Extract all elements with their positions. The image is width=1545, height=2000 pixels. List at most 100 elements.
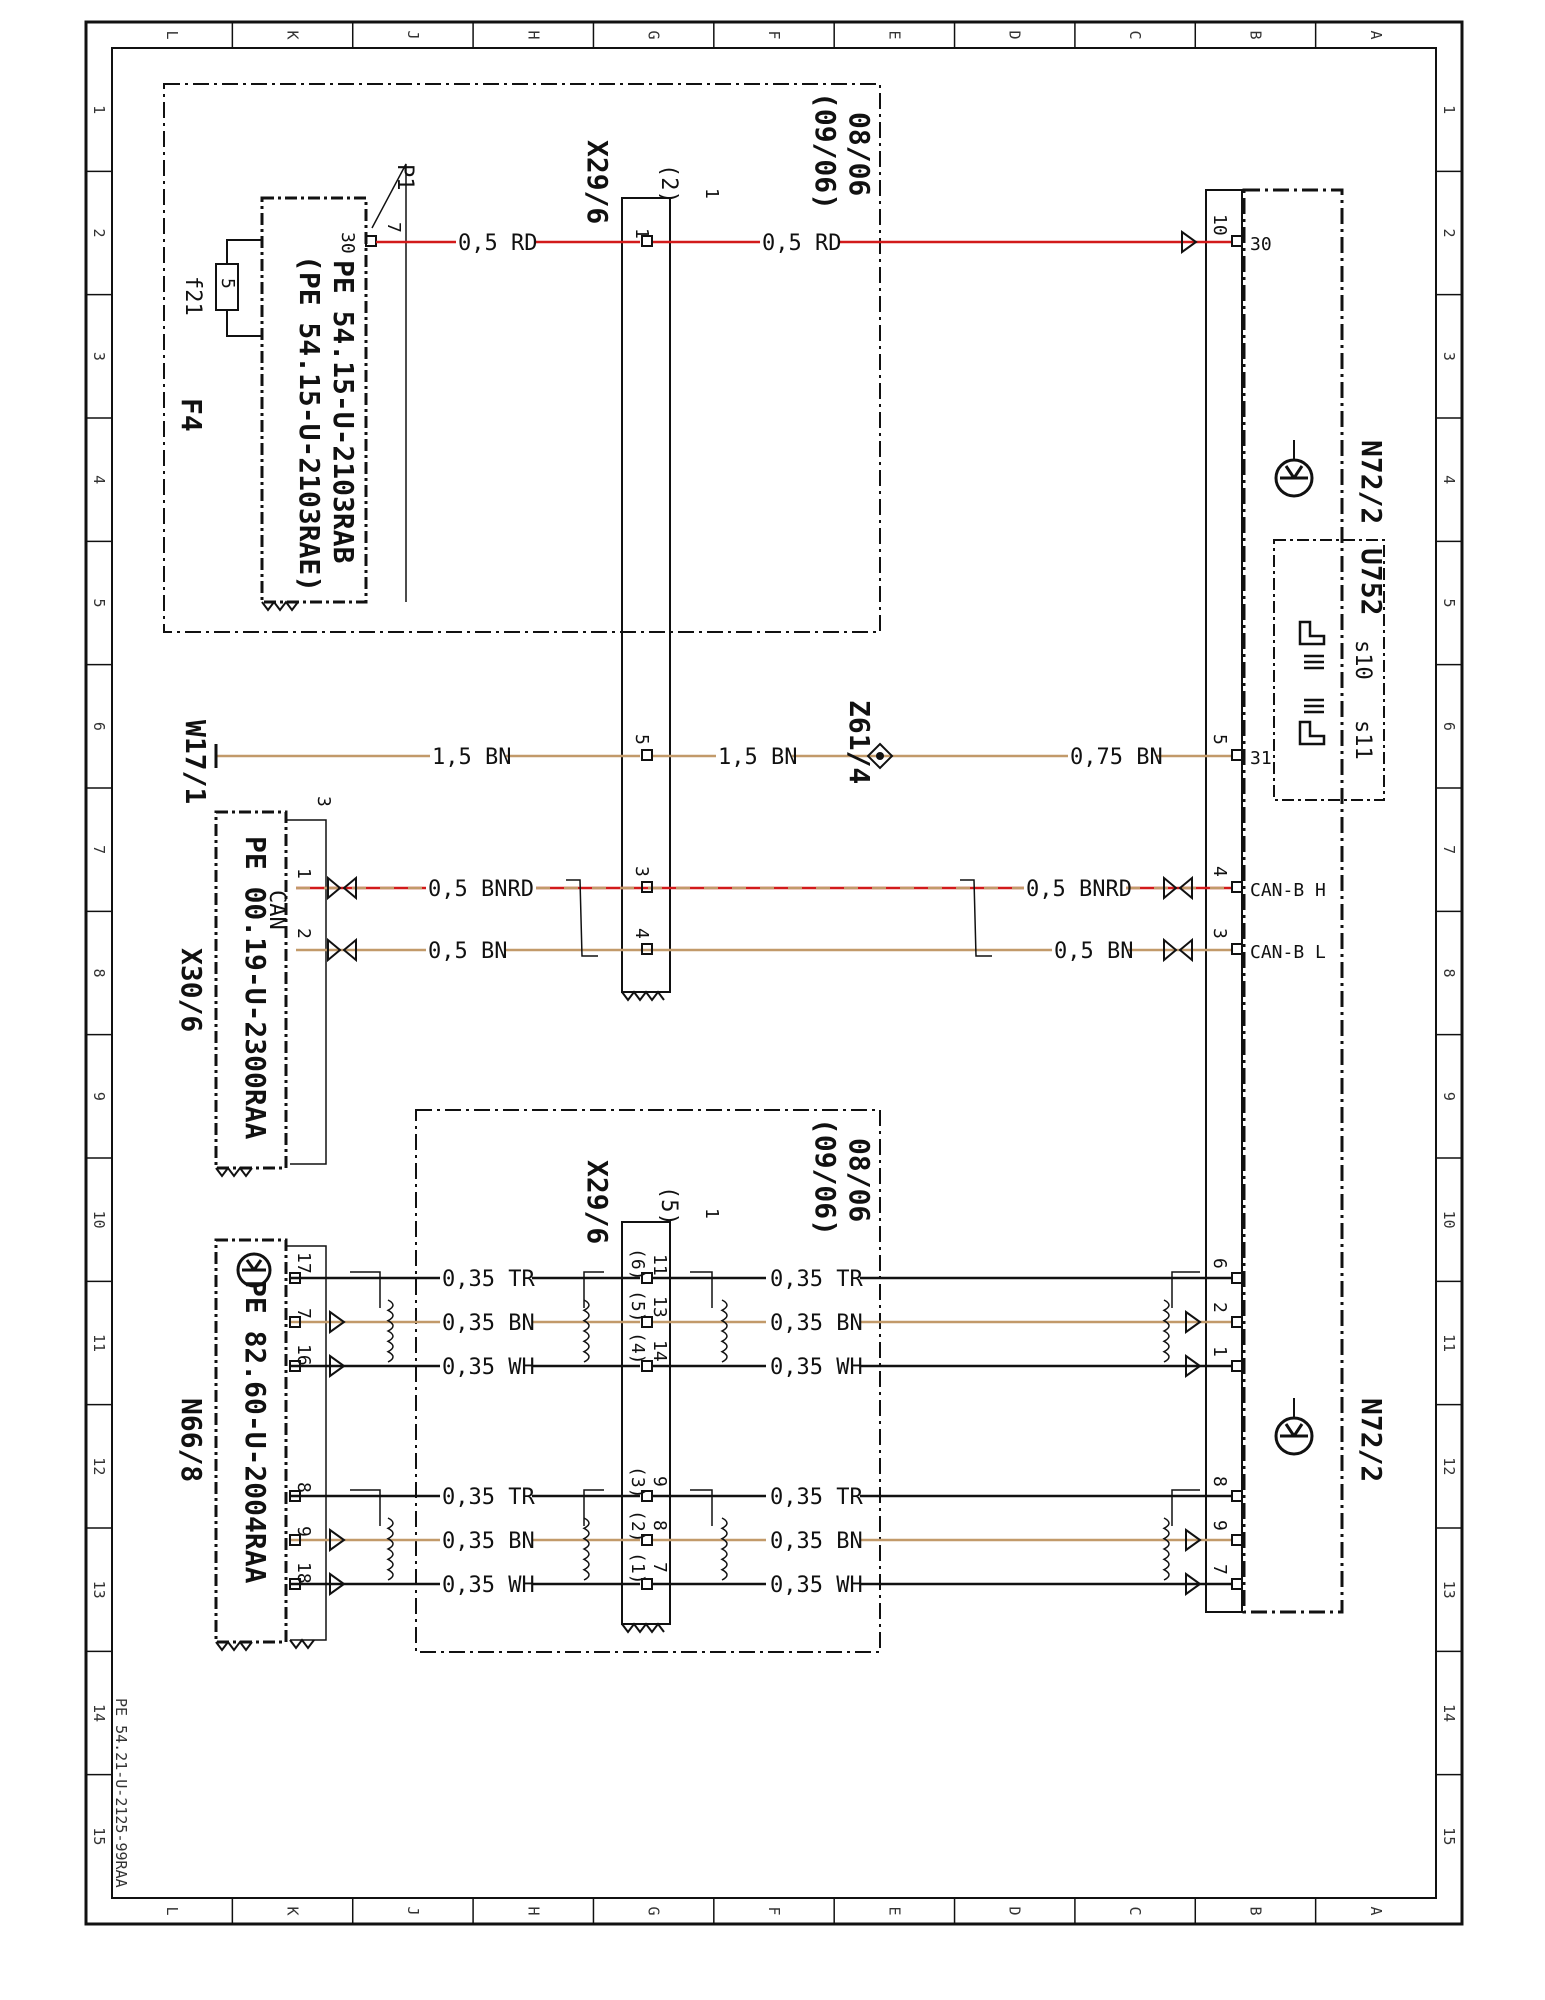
grid-number-right: 8: [1440, 968, 1458, 977]
x30-pin3: 3: [313, 796, 334, 807]
pin-terminal: [641, 1534, 653, 1546]
n66-pin-18: 18: [293, 1562, 314, 1584]
x29-pin-3: 3: [631, 866, 652, 877]
grid-number-left: 9: [90, 1092, 108, 1101]
seat-heat-icon-s11: [1298, 698, 1326, 746]
grid-letter-bottom: B: [1246, 1906, 1264, 1915]
grid-number-left: 14: [90, 1704, 108, 1722]
n72-pin-1: 1: [1209, 1346, 1230, 1357]
grid-number-right: 6: [1440, 722, 1458, 731]
z61-splice: [866, 742, 894, 770]
wire-bn-mid-label: 1,5 BN: [718, 745, 797, 770]
p1-lead: [371, 163, 407, 602]
grid-number-right: 5: [1440, 598, 1458, 607]
grid-letter-bottom: H: [524, 1906, 542, 1915]
x29-pin-5: 5: [631, 734, 652, 745]
n72-pin-5: 5: [1209, 734, 1230, 745]
x29-pin-1: 1: [631, 228, 652, 239]
n72-can-l: CAN-B L: [1250, 942, 1326, 963]
bus2-tr-right: 0,35 TR: [770, 1485, 863, 1510]
n72-connector-body: [1205, 189, 1243, 1613]
shield-coil: [386, 1299, 394, 1363]
x29-pin-9: 9: [649, 1476, 670, 1487]
u752-label: U752: [1355, 548, 1388, 615]
grid-letter-top: C: [1126, 30, 1144, 39]
date-bottom-1: 08/06: [843, 1138, 876, 1222]
grid-number-left: 8: [90, 968, 108, 977]
bus-arrow-icon: [1185, 1528, 1202, 1552]
bus-arrow-icon: [329, 1572, 346, 1596]
date-bottom-2: (09/06): [809, 1118, 842, 1236]
shield-coil: [1162, 1299, 1170, 1363]
grid-number-left: 2: [90, 228, 108, 237]
p1-pin: 7: [383, 222, 404, 233]
pin-terminal: [641, 1490, 653, 1502]
x29-pin-7: 7: [649, 1562, 670, 1573]
f4-break: [261, 600, 299, 612]
shield-bracket: [350, 1489, 381, 1526]
grid-letter-bottom: J: [404, 1906, 422, 1915]
pin-terminal: [641, 1578, 653, 1590]
pin-terminal: [289, 1490, 301, 1502]
grid-number-left: 15: [90, 1827, 108, 1845]
n72-pin-8: 8: [1209, 1476, 1230, 1487]
pin-terminal: [289, 1534, 301, 1546]
grid-number-right: 3: [1440, 352, 1458, 361]
bus1-tr-left: 0,35 TR: [442, 1267, 535, 1292]
pin-terminal: [289, 1316, 301, 1328]
shield-bracket: [690, 1489, 713, 1526]
x30-can: CAN: [264, 890, 289, 930]
pin-terminal: [1231, 1490, 1243, 1502]
grid-number-right: 2: [1440, 228, 1458, 237]
x29-pin-13: 13: [649, 1296, 670, 1318]
n72-electronics-icon-top: [1274, 440, 1314, 498]
n72-top-label: N72/2: [1355, 440, 1388, 524]
bus2-wh-right: 0,35 WH: [770, 1573, 863, 1598]
n66-pin-8: 8: [293, 1482, 314, 1493]
x29-pin-11p: (6): [627, 1248, 648, 1281]
x29-pin-14p: (4): [627, 1332, 648, 1365]
shield-coil: [582, 1517, 590, 1581]
n72-pin-7: 7: [1209, 1564, 1230, 1575]
pin-terminal: [1231, 1272, 1243, 1284]
x29-bottom-label: X29/6: [581, 1160, 614, 1244]
date-top-2: (09/06): [809, 92, 842, 210]
grid-number-right: 12: [1440, 1457, 1458, 1475]
grid-letter-bottom: L: [163, 1906, 181, 1915]
grid-letter-top: D: [1006, 30, 1024, 39]
x30-pin-2: 2: [293, 928, 314, 939]
n72-pin-3: 3: [1209, 928, 1230, 939]
grid-number-left: 3: [90, 352, 108, 361]
bus2-wh-left: 0,35 WH: [442, 1573, 535, 1598]
grid-letter-top: B: [1246, 30, 1264, 39]
n66-pin-9: 9: [293, 1526, 314, 1537]
x29-bottom-one: 1: [701, 1208, 722, 1219]
grid-number-left: 4: [90, 475, 108, 484]
pin-terminal: [289, 1272, 301, 1284]
grid-number-right: 9: [1440, 1092, 1458, 1101]
fuse-f21-value: 5: [217, 278, 238, 289]
grid-number-left: 10: [90, 1211, 108, 1229]
n66-pin-7: 7: [293, 1308, 314, 1319]
shield-bracket: [690, 1271, 713, 1308]
grid-letter-top: K: [284, 30, 302, 39]
grid-letter-top: G: [645, 30, 663, 39]
x29-top-label: X29/6: [581, 140, 614, 224]
x30-pin-1: 1: [293, 868, 314, 879]
bus1-bn-right: 0,35 BN: [770, 1311, 863, 1336]
f4-fuse-box: [260, 196, 368, 604]
pin-terminal: [289, 1578, 301, 1590]
n72-pin-10: 10: [1209, 214, 1230, 236]
wire-bn-w17-label: 1,5 BN: [432, 745, 511, 770]
grid-letter-top: J: [404, 30, 422, 39]
n72-pin-4: 4: [1209, 866, 1230, 877]
pin-terminal: [641, 1316, 653, 1328]
f4-label: F4: [175, 398, 208, 432]
bus-arrow-icon: [1185, 1354, 1202, 1378]
n66-pin-16: 16: [293, 1344, 314, 1366]
fuse-f21-label: f21: [180, 276, 205, 316]
n72-electronics-icon-bottom: [1274, 1398, 1314, 1456]
pin-terminal: [1231, 1578, 1243, 1590]
